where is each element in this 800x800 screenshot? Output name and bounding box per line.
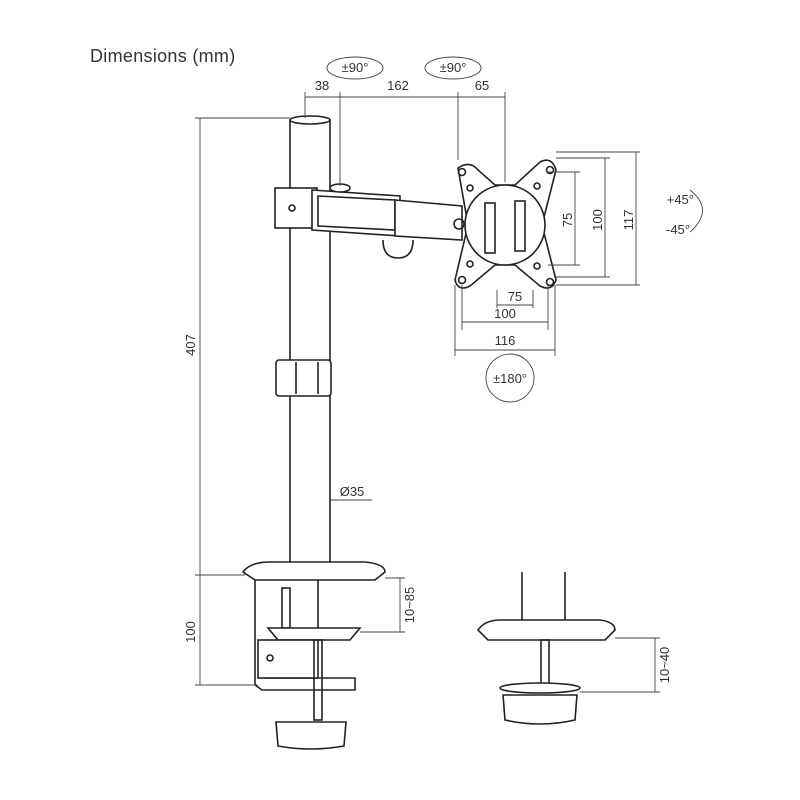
dim-vesa-small-h: 75 [508, 289, 522, 304]
vesa-plate [454, 159, 557, 289]
dim-arm-length: 162 [387, 78, 409, 93]
dim-clamp-height: 100 [183, 621, 198, 643]
dimension-lines [195, 92, 660, 693]
dim-vesa-large-h: 100 [494, 306, 516, 321]
dim-plate-offset: 65 [475, 78, 489, 93]
pole [289, 115, 331, 566]
tilt-arrow-icon [689, 189, 703, 233]
label-rotation: ±180° [493, 371, 527, 386]
dim-vesa-large-v: 100 [590, 209, 605, 231]
label-head-swivel: ±90° [440, 60, 467, 75]
label-tilt-up: +45° [667, 192, 694, 207]
dim-pole-height: 407 [183, 334, 198, 356]
label-tilt-down: -45° [666, 222, 690, 237]
dim-pole-diameter: Ø35 [340, 484, 365, 499]
dim-plate-height: 117 [621, 210, 636, 231]
dim-plate-width: 116 [495, 333, 516, 348]
grommet-mount [476, 572, 616, 725]
dim-grommet-range: 10~40 [657, 647, 672, 684]
rotation-arrow-icon [485, 353, 535, 403]
desk-clamp [241, 561, 386, 750]
rotation-indicators [326, 56, 703, 403]
dim-clamp-range: 10~85 [402, 587, 417, 624]
label-arm-swivel: ±90° [342, 60, 369, 75]
arm [274, 183, 465, 259]
arm-swivel-arrow-icon [326, 56, 384, 80]
dim-vesa-small-v: 75 [560, 213, 575, 227]
height-collar [275, 359, 332, 397]
dim-top-offset: 38 [315, 78, 329, 93]
diagram-title: Dimensions (mm) [90, 46, 236, 66]
head-swivel-arrow-icon [424, 56, 482, 80]
